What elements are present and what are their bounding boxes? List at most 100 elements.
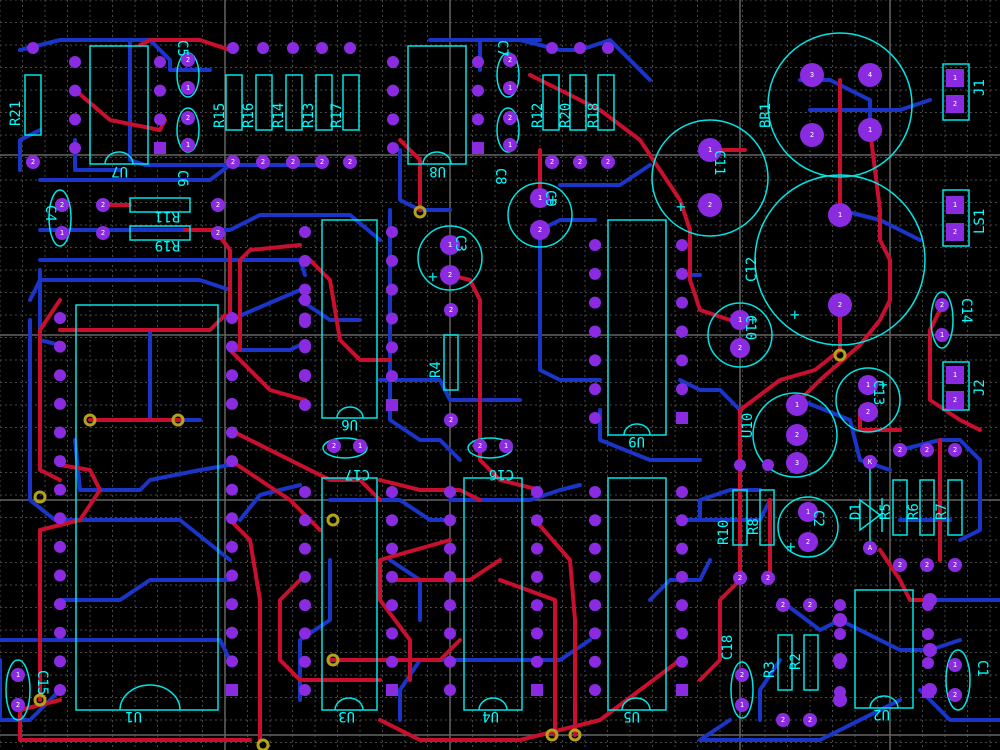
pad <box>574 42 586 54</box>
pad <box>472 142 484 154</box>
label-R16: R16 <box>241 103 257 128</box>
pad <box>444 627 456 640</box>
U4-outline <box>463 477 523 711</box>
U2-outline <box>854 589 914 709</box>
pin-number: 1 <box>868 126 872 134</box>
R15-body <box>225 74 243 131</box>
label-C1: C1 <box>974 660 990 677</box>
pad <box>154 56 166 68</box>
pad <box>735 698 749 712</box>
pad <box>589 412 601 424</box>
top-trace <box>498 578 557 737</box>
top-trace <box>738 298 842 462</box>
R6-body <box>919 479 935 536</box>
pin-number: 1 <box>60 229 64 237</box>
pad <box>387 56 399 68</box>
pad <box>676 354 688 367</box>
bottom-trace <box>38 213 382 242</box>
R17-body <box>342 74 360 131</box>
C10-outline <box>707 302 773 368</box>
pad <box>54 426 66 439</box>
bottom-trace <box>18 128 42 172</box>
pad <box>299 226 311 238</box>
pad <box>923 593 937 607</box>
label-R19: R19 <box>155 237 180 253</box>
top-trace <box>398 138 422 212</box>
label-C18: C18 <box>720 635 736 660</box>
pin-number: 1 <box>186 84 190 92</box>
pad <box>211 198 225 212</box>
label-C10: C10 <box>742 315 758 340</box>
pad <box>343 155 357 169</box>
pad <box>858 118 882 142</box>
pad <box>226 155 240 169</box>
pad <box>181 138 195 152</box>
pad <box>833 693 847 707</box>
via <box>545 728 559 742</box>
pad <box>54 369 66 382</box>
pad <box>226 397 238 410</box>
pin-number: A <box>868 544 873 552</box>
pad <box>589 296 601 309</box>
pad <box>344 42 356 54</box>
pad <box>676 655 688 668</box>
pad <box>676 684 688 696</box>
U1-notch <box>119 684 181 711</box>
J1-outline <box>942 63 970 121</box>
pad <box>698 138 722 162</box>
pin-number: 2 <box>953 561 957 569</box>
pad <box>472 113 484 126</box>
polarity-C11: + <box>676 197 686 216</box>
pin-number: 2 <box>781 601 785 609</box>
U3-notch <box>334 697 364 711</box>
pad <box>386 514 398 527</box>
pad <box>946 391 964 409</box>
R20-body <box>569 74 587 131</box>
U7-notch <box>104 151 134 165</box>
polarity-C9: + <box>548 190 558 209</box>
pin-number: 2 <box>291 158 295 166</box>
U9-outline <box>607 219 667 436</box>
pad <box>11 698 25 712</box>
U2-notch <box>869 695 899 709</box>
top-trace <box>228 348 307 402</box>
pad <box>589 570 601 583</box>
C1-outline <box>945 649 971 711</box>
silkscreen-labels: U1 U3 U4 U5 U2 U6 U9 U7 U8 U10 BR1 J1 LS… <box>8 40 990 724</box>
pad <box>287 42 299 54</box>
R11-body <box>129 197 191 213</box>
R18-body <box>597 74 615 131</box>
pin-number: 2 <box>508 56 512 64</box>
label-J1: J1 <box>972 79 988 96</box>
pad <box>181 81 195 95</box>
pin-number: 2 <box>508 114 512 122</box>
U4-notch <box>478 697 508 711</box>
pad <box>589 542 601 555</box>
C12-outline <box>754 174 926 346</box>
via <box>256 738 270 750</box>
top-trace <box>528 73 692 232</box>
pad <box>299 627 311 640</box>
pin-number: 2 <box>216 229 220 237</box>
pad <box>54 340 66 353</box>
pad <box>828 293 852 317</box>
pad <box>946 196 964 214</box>
pin-number: 2 <box>449 416 453 424</box>
pad <box>503 53 517 67</box>
label-C16: C16 <box>489 466 514 482</box>
pad <box>315 155 329 169</box>
pad <box>828 203 852 227</box>
label-U3: U3 <box>338 708 355 724</box>
bottom-trace <box>38 163 232 182</box>
pad <box>893 443 907 457</box>
top-trace <box>533 518 577 737</box>
pad <box>26 155 40 169</box>
pad <box>299 283 311 296</box>
pin-number: 2 <box>898 561 902 569</box>
pin-number: 3 <box>795 459 799 467</box>
bottom-trace <box>698 698 902 742</box>
label-C11: C11 <box>711 150 727 175</box>
pad <box>444 486 456 498</box>
pad <box>299 542 311 555</box>
